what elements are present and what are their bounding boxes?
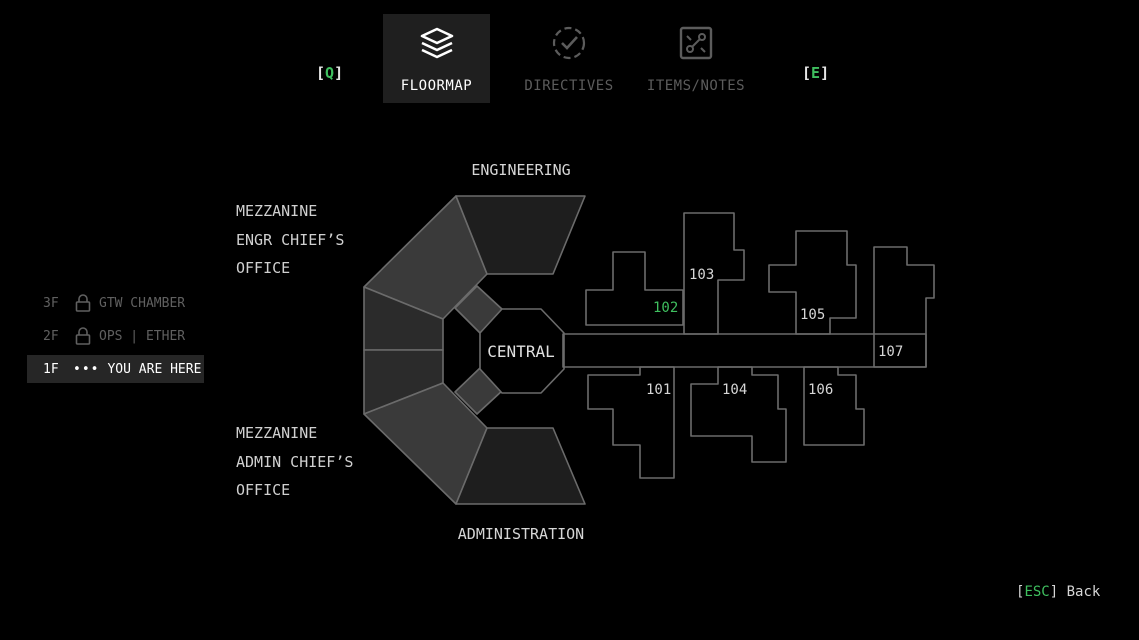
floor-level: 3F <box>43 295 59 311</box>
room-101-label: 101 <box>646 382 671 398</box>
check-circle-icon <box>552 26 586 60</box>
tab-label: DIRECTIVES <box>524 78 614 94</box>
engineering-area[interactable] <box>455 195 586 275</box>
room-102-label: 102 <box>653 300 678 316</box>
room-107[interactable] <box>873 246 935 368</box>
label-line: OFFICE <box>236 259 291 277</box>
lock-icon <box>75 294 91 312</box>
room-103-label: 103 <box>689 267 714 283</box>
central-label: CENTRAL <box>487 342 554 361</box>
tab-directives[interactable]: DIRECTIVES <box>520 14 618 103</box>
floor-item-2f[interactable]: 2F OPS | ETHER <box>27 322 204 350</box>
engineering-label: ENGINEERING <box>471 161 570 179</box>
floor-selector: 3F GTW CHAMBER 2F OPS | ETHER 1F ••• YOU… <box>27 289 204 388</box>
tab-bar: [Q] FLOORMAP DIRECTIVES ITEMS/NOTES [E] <box>0 14 1139 104</box>
prev-tab-key[interactable]: [Q] <box>316 64 343 82</box>
administration-label: ADMINISTRATION <box>458 525 584 543</box>
label-line: ADMIN CHIEF’S <box>236 452 354 471</box>
room-102[interactable] <box>585 251 684 326</box>
room-103[interactable] <box>683 212 745 335</box>
items-notes-icon <box>679 26 713 60</box>
label-line: OFFICE <box>236 481 291 499</box>
floor-name: GTW CHAMBER <box>99 295 186 311</box>
lock-icon <box>75 327 91 345</box>
tab-floormap[interactable]: FLOORMAP <box>383 14 490 103</box>
tab-label: FLOORMAP <box>400 78 473 94</box>
tab-items-notes[interactable]: ITEMS/NOTES <box>645 14 747 103</box>
room-105-label: 105 <box>800 307 825 323</box>
bracket: ] <box>334 64 344 82</box>
room-106-label: 106 <box>808 382 833 398</box>
bracket: ] <box>820 64 830 82</box>
bracket: [ <box>802 64 812 82</box>
floor-level: 1F <box>43 361 59 377</box>
floor-name: OPS | ETHER <box>99 328 186 344</box>
room-104[interactable] <box>690 366 787 463</box>
room-107-label: 107 <box>878 344 903 360</box>
layers-icon <box>420 27 453 59</box>
floor-item-3f[interactable]: 3F GTW CHAMBER <box>27 289 204 317</box>
floor-name: YOU ARE HERE <box>107 361 202 377</box>
current-floor-dots: ••• <box>73 361 100 377</box>
esc-key-label: ESC <box>1024 584 1050 600</box>
central-area[interactable] <box>479 308 565 394</box>
mezzanine-engr-label: MEZZANINE ENGR CHIEF’S OFFICE <box>236 197 344 283</box>
floor-item-1f[interactable]: 1F ••• YOU ARE HERE <box>27 355 204 383</box>
label-line: MEZZANINE <box>236 202 318 220</box>
room-106[interactable] <box>803 366 865 446</box>
corridor[interactable] <box>562 333 927 368</box>
back-button[interactable]: [ESC] Back <box>1016 584 1100 600</box>
back-label: Back <box>1066 584 1101 600</box>
administration-area[interactable] <box>455 427 586 505</box>
mezzanine-admin-label: MEZZANINE ADMIN CHIEF’S OFFICE <box>236 419 353 505</box>
label-line: ENGR CHIEF’S <box>236 230 345 249</box>
tab-label: ITEMS/NOTES <box>646 78 746 94</box>
bracket: ] <box>1049 584 1059 600</box>
next-key-letter: E <box>811 64 821 82</box>
next-tab-key[interactable]: [E] <box>802 64 829 82</box>
bracket: [ <box>316 64 326 82</box>
bracket: [ <box>1016 584 1025 600</box>
prev-key-letter: Q <box>325 64 335 82</box>
room-101[interactable] <box>587 366 675 479</box>
room-104-label: 104 <box>722 382 747 398</box>
floor-level: 2F <box>43 328 59 344</box>
label-line: MEZZANINE <box>236 424 318 442</box>
room-105[interactable] <box>768 230 857 335</box>
